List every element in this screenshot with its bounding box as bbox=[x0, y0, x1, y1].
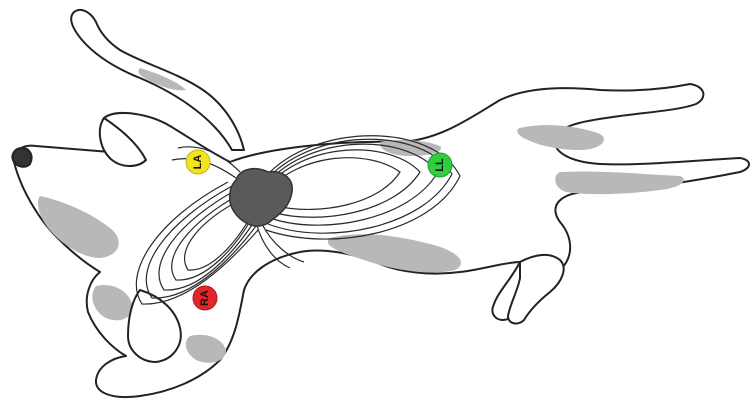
rear-leg bbox=[508, 255, 564, 324]
electrode-ra: RA bbox=[193, 286, 217, 310]
electrode-ll-label: LL bbox=[434, 158, 446, 172]
dog-snout bbox=[12, 148, 31, 167]
electrode-la-label: LA bbox=[192, 155, 204, 170]
electrode-ll: LL bbox=[428, 153, 452, 177]
electrode-la: LA bbox=[186, 150, 210, 174]
electrode-ra-label: RA bbox=[199, 290, 211, 306]
